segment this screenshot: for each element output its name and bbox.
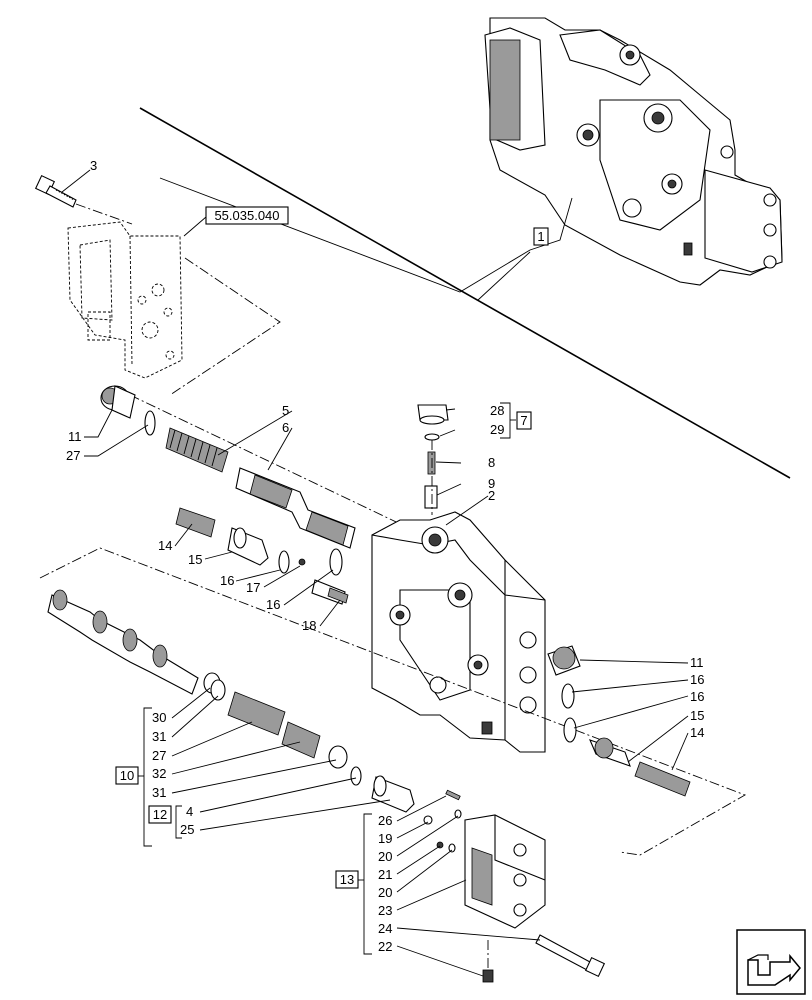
callout-4: 4 — [186, 804, 193, 819]
callout-18: 18 — [302, 618, 316, 633]
plug-22 — [482, 969, 494, 983]
leader-lines — [61, 169, 689, 977]
oring-20-b — [448, 843, 456, 853]
callout-20-a: 20 — [378, 849, 392, 864]
callout-22: 22 — [378, 939, 392, 954]
callout-32: 32 — [152, 766, 166, 781]
spring-32 — [281, 721, 321, 759]
callout-9: 9 — [488, 476, 495, 491]
callout-23: 23 — [378, 903, 392, 918]
callout-29: 29 — [490, 422, 504, 437]
reference-valve-body — [67, 221, 183, 379]
callout-24: 24 — [378, 921, 392, 936]
callout-box-7 — [516, 411, 532, 430]
callout-14-right: 14 — [690, 725, 704, 740]
ball-17 — [298, 558, 306, 566]
callout-2: 2 — [488, 488, 495, 503]
callout-15-left: 15 — [188, 552, 202, 567]
cap-28 — [417, 404, 449, 425]
assembly-line-b — [129, 394, 481, 563]
bracket-12 — [175, 805, 182, 839]
oring-16-right-b — [563, 717, 577, 743]
valve-assembly-overview — [484, 17, 783, 286]
bracket-7 — [500, 402, 516, 439]
callout-31-b: 31 — [152, 785, 166, 800]
check-18 — [311, 579, 349, 605]
callout-box-10 — [115, 766, 139, 785]
callout-10: 10 — [120, 768, 134, 783]
callout-25: 25 — [180, 822, 194, 837]
callout-7: 7 — [520, 413, 527, 428]
spring-14-left — [175, 507, 216, 538]
callout-11-right: 11 — [690, 655, 704, 670]
assembly-line-a — [169, 257, 281, 396]
spring-5 — [165, 427, 229, 473]
washer-31 — [210, 679, 226, 701]
callout-27-left: 27 — [66, 448, 80, 463]
oring-20-a — [454, 809, 462, 819]
spool-6 — [235, 467, 356, 549]
callout-6: 6 — [282, 420, 289, 435]
callout-3: 3 — [90, 158, 97, 173]
washer-31-b — [328, 745, 348, 769]
spring-27 — [227, 691, 286, 736]
callout-5: 5 — [282, 403, 289, 418]
oring-16-right-a — [561, 683, 575, 709]
section-line — [139, 107, 791, 479]
oring-16-left-a — [278, 550, 290, 574]
oring-29 — [424, 433, 440, 441]
callout-box-1 — [533, 227, 549, 246]
callout-16-b: 16 — [266, 597, 280, 612]
callout-27-b: 27 — [152, 748, 166, 763]
callout-16-d: 16 — [690, 689, 704, 704]
plug-11-left — [100, 385, 136, 419]
bracket-10 — [138, 707, 152, 847]
callout-28: 28 — [490, 403, 504, 418]
callout-19: 19 — [378, 831, 392, 846]
valve-section-body — [371, 511, 546, 753]
piston-15-right — [589, 737, 631, 767]
piston-15-left — [227, 527, 269, 566]
callout-15-right: 15 — [690, 708, 704, 723]
spring-14-right — [634, 761, 691, 797]
pin-26 — [445, 789, 461, 801]
reference-box — [205, 206, 289, 225]
callout-13: 13 — [340, 872, 354, 887]
callout-box-13 — [335, 870, 359, 889]
plunger-9 — [424, 485, 438, 509]
callout-1: 1 — [537, 229, 544, 244]
oring-16-left-b — [329, 548, 343, 576]
callout-20-b: 20 — [378, 885, 392, 900]
callout-17: 17 — [246, 580, 260, 595]
callout-30: 30 — [152, 710, 166, 725]
callout-11-left: 11 — [68, 429, 82, 444]
callout-21: 21 — [378, 867, 392, 882]
end-cover — [464, 814, 546, 929]
callout-14-left: 14 — [158, 538, 172, 553]
callout-12: 12 — [153, 807, 167, 822]
callout-labels: 3 5 6 11 27 28 29 8 9 2 14 15 16 17 16 1… — [66, 158, 704, 954]
ring-16-lower — [350, 766, 362, 786]
assembly-line-c — [39, 547, 747, 856]
cap-4 — [371, 775, 415, 813]
callout-16-a: 16 — [220, 573, 234, 588]
main-spool — [47, 589, 199, 695]
plug-11-right — [547, 645, 581, 676]
bolt-24 — [535, 934, 606, 978]
callout-16-c: 16 — [690, 672, 704, 687]
oring-19 — [423, 815, 433, 825]
callout-8: 8 — [488, 455, 495, 470]
reference-link[interactable]: 55.035.040 — [214, 208, 279, 223]
callout-26: 26 — [378, 813, 392, 828]
next-page-arrow-icon[interactable] — [736, 929, 806, 995]
callout-31-a: 31 — [152, 729, 166, 744]
assembly-leader-2 — [477, 251, 531, 301]
bracket-13 — [358, 813, 372, 955]
assembly-leader-1 — [159, 177, 573, 293]
callout-box-12 — [148, 805, 172, 824]
oring-27-left — [144, 410, 156, 436]
bolt-3 — [34, 174, 77, 208]
pin-8 — [427, 451, 436, 475]
